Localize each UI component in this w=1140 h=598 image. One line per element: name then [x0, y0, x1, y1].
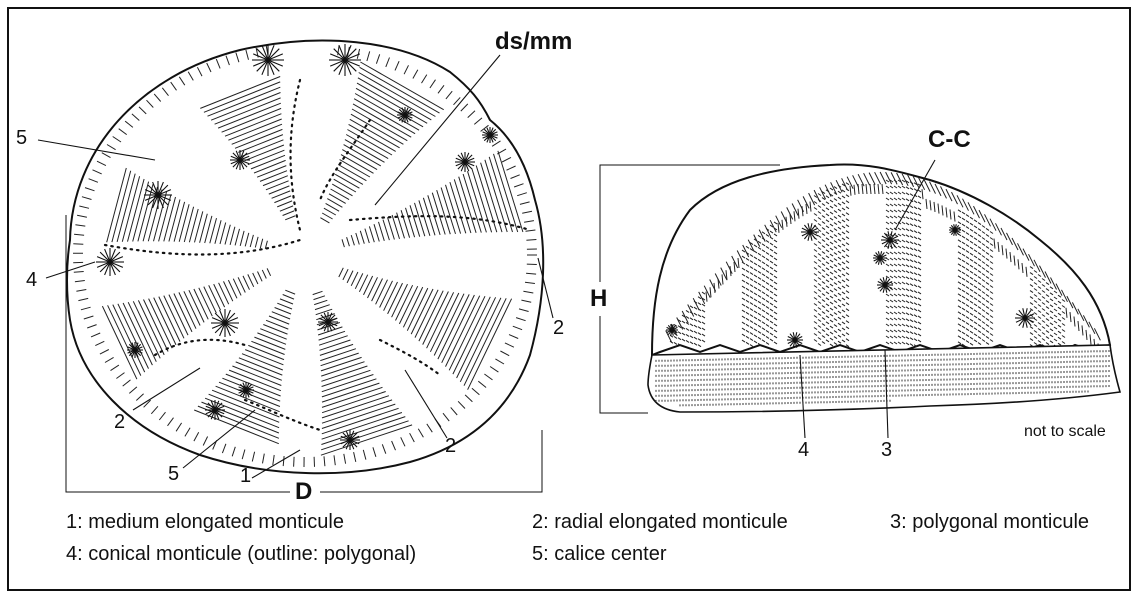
callout-2-lower-right: 2	[445, 436, 456, 456]
callout-4-dome: 4	[798, 440, 809, 460]
h-dimension-label: H	[590, 287, 607, 311]
d-dimension-label: D	[291, 480, 316, 504]
callout-4-left: 4	[26, 270, 37, 290]
legend-item-4: 4: conical monticule (outline: polygonal…	[66, 544, 416, 564]
disc-outline	[67, 41, 543, 474]
callout-2-right: 2	[553, 318, 564, 338]
callout-5-top: 5	[16, 128, 27, 148]
legend-item-1: 1: medium elongated monticule	[66, 512, 344, 532]
legend-item-2: 2: radial elongated monticule	[532, 512, 788, 532]
callout-3-dome: 3	[881, 440, 892, 460]
ds-mm-label: ds/mm	[495, 30, 572, 54]
scale-note: not to scale	[1024, 424, 1106, 440]
callout-5-bottom: 5	[168, 464, 179, 484]
callout-1-bottom: 1	[240, 466, 251, 486]
legend-item-5: 5: calice center	[532, 544, 667, 564]
cc-label: C-C	[928, 128, 971, 152]
legend-item-3: 3: polygonal monticule	[890, 512, 1089, 532]
right-specimen-profile	[600, 160, 1120, 438]
callout-2-lower-left: 2	[114, 412, 125, 432]
